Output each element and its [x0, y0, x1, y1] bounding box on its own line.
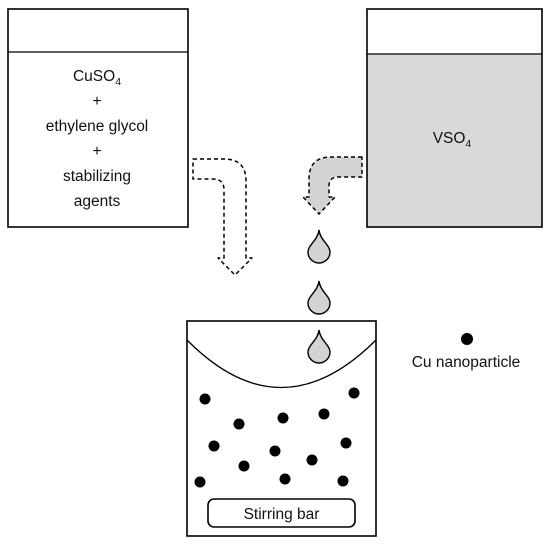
reaction-beaker: Stirring bar: [186, 320, 377, 537]
nanoparticle: [277, 412, 289, 424]
nanoparticle: [208, 440, 220, 452]
left-beaker-line-plus-1: +: [92, 93, 101, 110]
nanoparticle: [340, 437, 352, 449]
right-beaker: VSO4: [366, 8, 543, 228]
droplet-1: [307, 229, 331, 264]
droplet-2: [307, 280, 331, 315]
left-beaker-line-plus-2: +: [92, 143, 101, 160]
right-beaker-liquid: [367, 54, 542, 227]
legend-label: Cu nanoparticle: [412, 354, 521, 371]
nanoparticle: [337, 475, 349, 487]
left-beaker: CuSO4 + ethylene glycol + stabilizing ag…: [7, 8, 189, 228]
nanoparticle: [238, 460, 250, 472]
reaction-beaker-container: [186, 320, 377, 537]
right-beaker-label-vso4: VSO4: [433, 130, 472, 150]
left-pour-arrow: [192, 158, 253, 276]
left-beaker-line-ethylene-glycol: ethylene glycol: [46, 118, 149, 135]
nanoparticle: [233, 418, 245, 430]
nanoparticle: [318, 408, 330, 420]
right-pour-arrow: [302, 156, 363, 215]
right-beaker-container: [366, 8, 543, 228]
cu-nanoparticles: [194, 387, 360, 488]
droplet-3: [307, 329, 331, 364]
vso4-droplets: [307, 229, 331, 364]
nanoparticle: [348, 387, 360, 399]
nanoparticle: [194, 476, 206, 488]
left-beaker-line-agents: agents: [74, 193, 121, 210]
nanoparticle: [199, 393, 211, 405]
legend-marker: [461, 333, 473, 345]
left-beaker-line-stabilizing: stabilizing: [63, 168, 131, 185]
nanoparticle: [279, 473, 291, 485]
nanoparticle: [306, 454, 318, 466]
left-beaker-line-cuso4: CuSO4: [73, 68, 121, 88]
stirring-bar-label: Stirring bar: [244, 506, 320, 523]
legend: Cu nanoparticle: [412, 333, 521, 371]
vortex-surface: [186, 339, 377, 389]
stirring-bar: [207, 498, 356, 528]
left-beaker-container: [7, 8, 189, 228]
nanoparticle: [269, 445, 281, 457]
